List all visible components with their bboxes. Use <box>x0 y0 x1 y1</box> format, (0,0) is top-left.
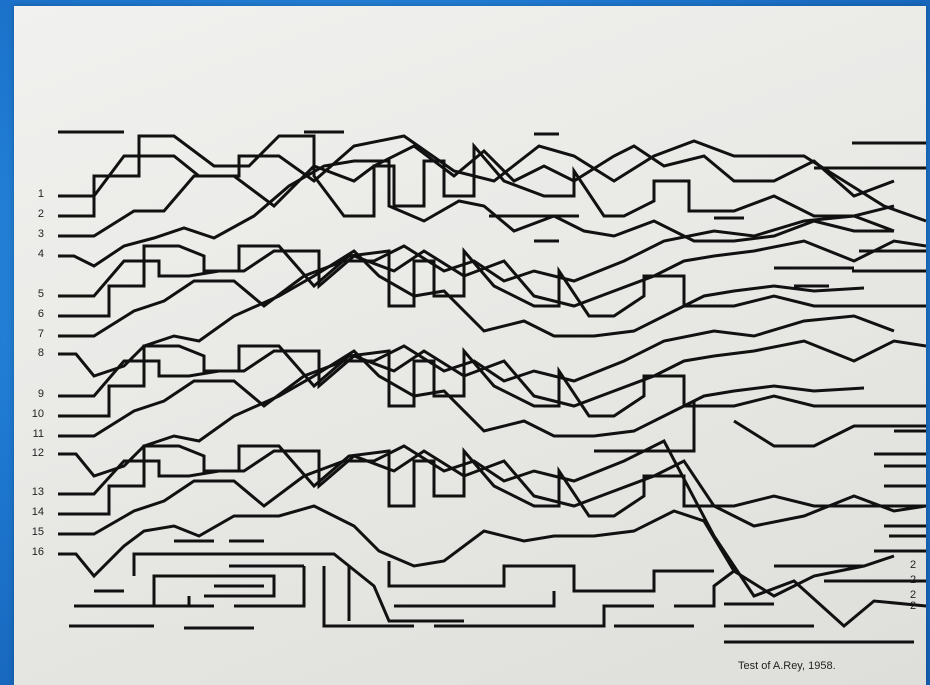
row-number-7: 7 <box>22 328 44 340</box>
maze-line <box>58 506 894 596</box>
row-number-1: 1 <box>22 188 44 200</box>
row-number-8: 8 <box>22 347 44 359</box>
row-number-6: 6 <box>22 308 44 320</box>
maze-line <box>58 246 926 316</box>
row-number-9: 9 <box>22 388 44 400</box>
maze-line <box>674 571 734 606</box>
row-number-3: 3 <box>22 228 44 240</box>
maze-line <box>324 566 414 626</box>
row-number-14: 14 <box>22 506 44 518</box>
maze-line <box>394 591 554 606</box>
maze-line <box>58 351 864 476</box>
right-number-a: 2 <box>910 559 924 571</box>
maze-line <box>58 451 926 526</box>
test-sheet: 1 2 3 4 5 6 7 8 9 10 11 12 13 14 15 16 2… <box>14 6 926 685</box>
maze-line <box>58 446 926 516</box>
maze-line <box>389 561 714 591</box>
maze-line <box>734 421 926 446</box>
line-maze <box>14 6 926 685</box>
row-number-5: 5 <box>22 288 44 300</box>
maze-line <box>434 606 654 626</box>
row-number-15: 15 <box>22 526 44 538</box>
row-number-13: 13 <box>22 486 44 498</box>
test-caption: Test of A.Rey, 1958. <box>738 660 836 672</box>
maze-line <box>58 346 926 416</box>
right-number-d: 2 <box>910 600 924 612</box>
row-number-12: 12 <box>22 447 44 459</box>
row-number-16: 16 <box>22 546 44 558</box>
row-number-4: 4 <box>22 248 44 260</box>
right-number-b: 2 <box>910 574 924 586</box>
maze-line <box>58 251 864 376</box>
maze-line <box>58 146 894 236</box>
row-number-2: 2 <box>22 208 44 220</box>
maze-line <box>154 576 274 606</box>
row-number-10: 10 <box>22 408 44 420</box>
row-number-11: 11 <box>22 428 44 440</box>
